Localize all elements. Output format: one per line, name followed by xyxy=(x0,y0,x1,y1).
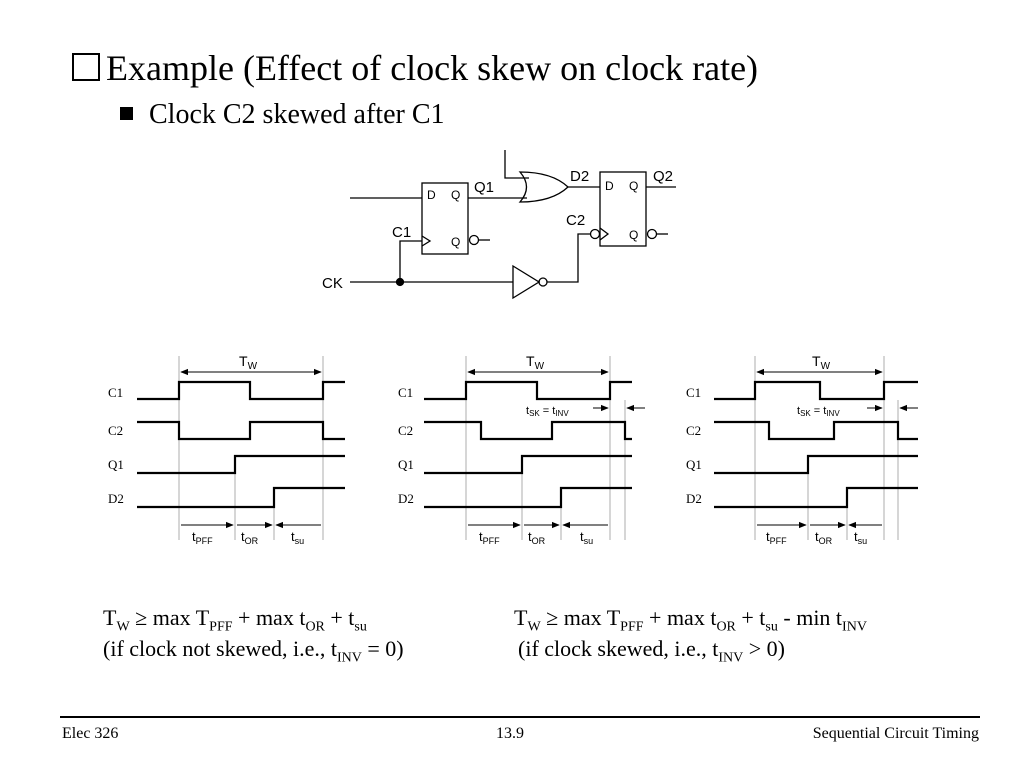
circuit-diagram xyxy=(350,150,676,300)
waveform-q1 xyxy=(137,454,345,475)
waveform-c2 xyxy=(714,420,918,441)
footer-topic: Sequential Circuit Timing xyxy=(812,725,979,742)
timing-diagram-skewed-2: TW tSK = tINV C1 C2 Q1 D2 tPFF tOR tsu xyxy=(686,353,918,546)
equation-skewed-note: (if clock skewed, i.e., tINV > 0) xyxy=(518,636,785,666)
equation-unskewed: TW ≥ max TPFF + max tOR + tsu xyxy=(103,605,367,635)
waveform-c1 xyxy=(714,380,918,401)
tw-label: TW xyxy=(812,353,831,372)
ff2-d-label: D xyxy=(605,179,614,193)
skew-label: tSK = tINV xyxy=(526,405,569,418)
waveform-d2 xyxy=(714,486,918,509)
tpff-label: tPFF xyxy=(479,529,500,546)
tsu-label: tsu xyxy=(854,529,867,546)
waveform-c1 xyxy=(424,380,632,401)
ck-label: CK xyxy=(322,275,343,292)
waveform-c1 xyxy=(137,380,345,401)
slide-subtitle: Clock C2 skewed after C1 xyxy=(120,95,445,135)
slide-subtitle-text: Clock C2 skewed after C1 xyxy=(149,99,445,130)
signal-label-c1: C1 xyxy=(398,385,413,400)
signal-label-c2: C2 xyxy=(398,423,413,438)
signal-label-d2: D2 xyxy=(108,491,124,506)
c2-label: C2 xyxy=(566,212,585,229)
waveform-q1 xyxy=(714,454,918,475)
timing-diagram-skewed-1: TW tSK = tINV C1 C2 Q1 D2 tPFF tOR tsu xyxy=(398,353,645,546)
signal-label-q1: Q1 xyxy=(686,457,702,472)
footer-divider xyxy=(60,716,980,718)
diagram-canvas: D Q Q D Q Q Q1 D2 Q2 C1 C2 CK xyxy=(108,150,918,546)
flip-flop-2 xyxy=(599,171,647,247)
signal-label-d2: D2 xyxy=(398,491,414,506)
footer-course: Elec 326 xyxy=(62,725,119,742)
tsu-label: tsu xyxy=(580,529,593,546)
equation-unskewed-note: (if clock not skewed, i.e., tINV = 0) xyxy=(103,636,404,666)
ff2-q-label: Q xyxy=(629,179,638,193)
skew-label: tSK = tINV xyxy=(797,405,840,418)
signal-label-d2: D2 xyxy=(686,491,702,506)
signal-label-c2: C2 xyxy=(108,423,123,438)
waveform-d2 xyxy=(424,486,632,509)
waveform-c2 xyxy=(137,420,345,441)
circuit-labels: D Q Q D Q Q Q1 D2 Q2 C1 C2 CK xyxy=(322,168,673,292)
inverter-gate xyxy=(512,264,541,300)
waveform-c2 xyxy=(424,420,632,441)
ff1-d-label: D xyxy=(427,188,436,202)
waveform-d2 xyxy=(137,486,345,509)
ff1-qbar-label: Q xyxy=(451,235,460,249)
signal-label-q1: Q1 xyxy=(108,457,124,472)
signal-label-c1: C1 xyxy=(108,385,123,400)
timing-guides xyxy=(754,356,899,540)
tor-label: tOR xyxy=(241,529,259,546)
tor-label: tOR xyxy=(815,529,833,546)
q2-label: Q2 xyxy=(653,168,673,185)
ff2-qbar-label: Q xyxy=(629,228,638,242)
slide-title-text: Example (Effect of clock skew on clock r… xyxy=(106,48,759,88)
tw-label: TW xyxy=(526,353,545,372)
signal-label-c2: C2 xyxy=(686,423,701,438)
tpff-label: tPFF xyxy=(766,529,787,546)
tsu-label: tsu xyxy=(291,529,304,546)
c1-label: C1 xyxy=(392,224,411,241)
tw-label: TW xyxy=(239,353,258,372)
hollow-square-bullet-icon xyxy=(72,53,100,81)
ff1-q-label: Q xyxy=(451,188,460,202)
signal-label-q1: Q1 xyxy=(398,457,414,472)
tpff-label: tPFF xyxy=(192,529,213,546)
equation-skewed: TW ≥ max TPFF + max tOR + tsu - min tINV xyxy=(514,605,867,635)
timing-diagram-unskewed: TW C1 C2 Q1 D2 tPFF tOR tsu xyxy=(108,353,345,546)
slide-title: Example (Effect of clock skew on clock r… xyxy=(72,44,758,92)
q1-label: Q1 xyxy=(474,179,494,196)
filled-square-bullet-icon xyxy=(120,107,133,120)
waveform-q1 xyxy=(424,454,632,475)
timing-guides xyxy=(465,356,626,540)
signal-label-c1: C1 xyxy=(686,385,701,400)
flip-flop-1 xyxy=(421,182,469,255)
footer-page-number: 13.9 xyxy=(496,725,524,742)
or-gate xyxy=(518,171,569,203)
tor-label: tOR xyxy=(528,529,546,546)
d2-label: D2 xyxy=(570,168,589,185)
